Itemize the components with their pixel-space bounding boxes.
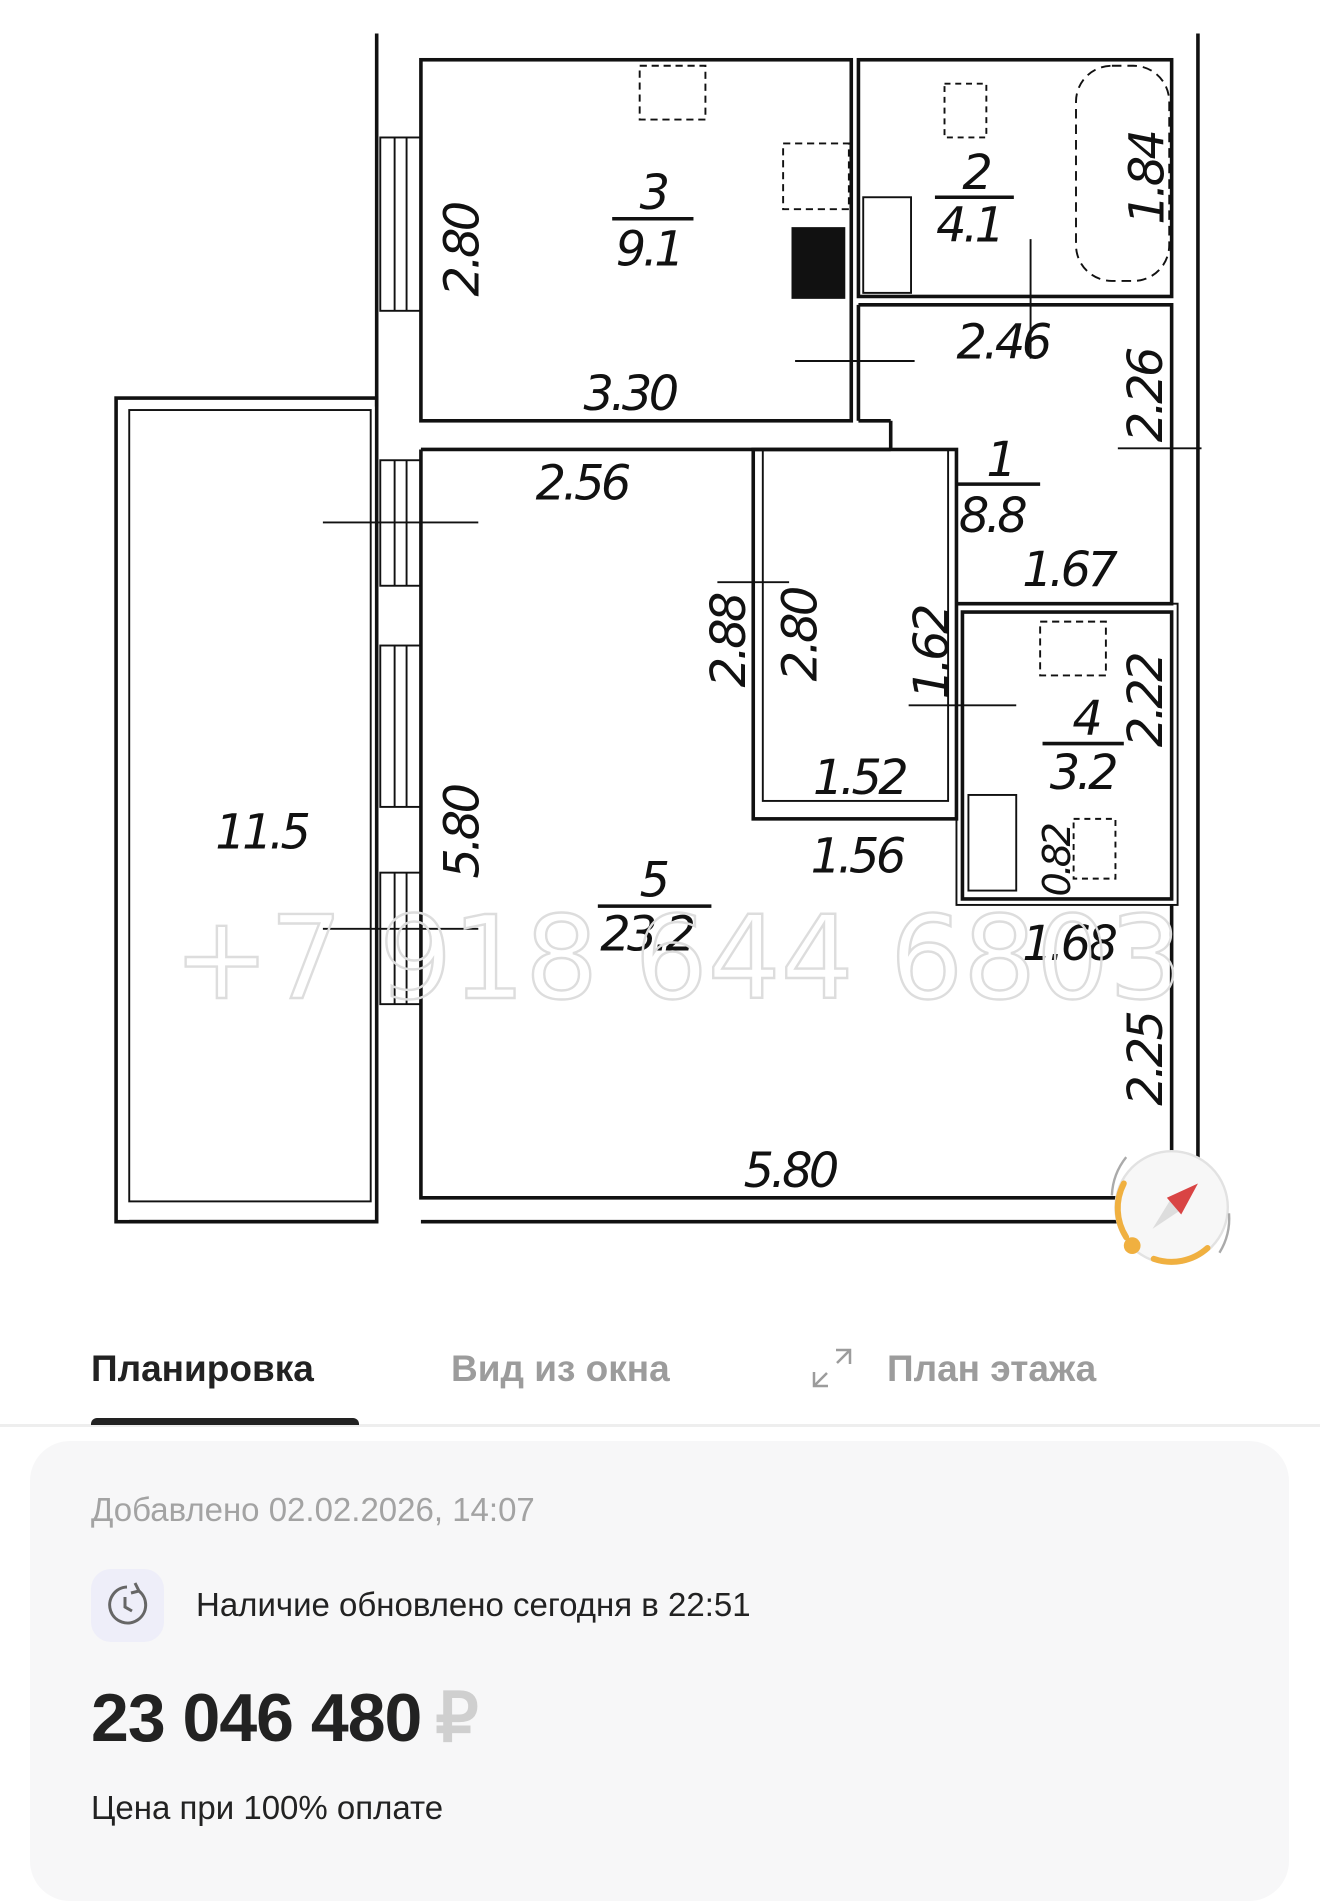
room-2-number: 2 <box>962 146 990 201</box>
room-3-number: 3 <box>640 166 668 221</box>
dimension: 2.56 <box>536 457 630 512</box>
dimension-labels: 2.80 3.30 1.84 2.46 2.26 2.56 1.67 2.88 … <box>435 132 1175 1199</box>
dimension: 1.84 <box>1120 132 1175 224</box>
expand-icon[interactable] <box>810 1346 854 1390</box>
room-4-area: 3.2 <box>1050 746 1116 801</box>
dimension: 2.80 <box>435 203 490 296</box>
dimension: 2.80 <box>774 588 829 681</box>
room-2-area: 4.1 <box>936 198 1001 253</box>
dimension: 3.30 <box>583 367 676 422</box>
dimension: 1.56 <box>811 830 905 885</box>
sun-icon <box>1123 1237 1141 1254</box>
dimension: 1.67 <box>1022 543 1117 598</box>
balcony-area: 11.5 <box>215 806 308 861</box>
price-caption: Цена при 100% оплате <box>91 1789 444 1826</box>
price: 23 046 480₽ <box>91 1679 479 1758</box>
dimension: 2.25 <box>1119 1013 1174 1106</box>
tab-bar: Планировка Вид из окна План этажа <box>0 1330 1320 1427</box>
dimension: 5.80 <box>744 1144 837 1199</box>
price-value: 23 046 480 <box>91 1680 422 1756</box>
tab-window-view[interactable]: Вид из окна <box>451 1348 670 1389</box>
currency-symbol: ₽ <box>435 1680 478 1756</box>
dimension: 2.26 <box>1119 348 1174 442</box>
room-5-number: 5 <box>640 854 668 909</box>
info-card: Добавлено 02.02.2026, 14:07 Наличие обно… <box>30 1441 1289 1901</box>
compass-icon[interactable] <box>1110 1149 1231 1265</box>
floor-plan: 3 9.1 2 4.1 1 8.8 4 3.2 5 23.2 11.5 2.80… <box>114 33 1231 1265</box>
dimension: 1.62 <box>905 606 960 699</box>
room-4-number: 4 <box>1072 692 1099 747</box>
added-date: Добавлено 02.02.2026, 14:07 <box>91 1491 535 1528</box>
dimension: 1.68 <box>1022 917 1116 972</box>
tab-layout[interactable]: Планировка <box>91 1348 314 1389</box>
availability-status: Наличие обновлено сегодня в 22:51 <box>196 1586 751 1623</box>
room-1-area: 8.8 <box>959 489 1026 544</box>
dimension: 5.80 <box>435 785 490 878</box>
clock-refresh-icon <box>91 1569 164 1642</box>
dimension: 1.52 <box>813 751 906 806</box>
walls <box>114 33 1202 1224</box>
room-labels: 3 9.1 2 4.1 1 8.8 4 3.2 5 23.2 11.5 <box>215 146 1124 962</box>
tab-floor-plan[interactable]: План этажа <box>887 1348 1097 1389</box>
room-5-area: 23.2 <box>600 907 693 962</box>
dimension: 0.82 <box>1035 824 1080 896</box>
dimension: 2.46 <box>956 316 1050 371</box>
dimension: 2.88 <box>702 593 757 687</box>
room-1-number: 1 <box>986 433 1013 488</box>
dimension: 2.22 <box>1119 654 1174 747</box>
active-tab-indicator <box>91 1418 359 1425</box>
watermark: +7 918 644 6803 <box>173 892 1182 1026</box>
room-3-area: 9.1 <box>616 222 681 277</box>
